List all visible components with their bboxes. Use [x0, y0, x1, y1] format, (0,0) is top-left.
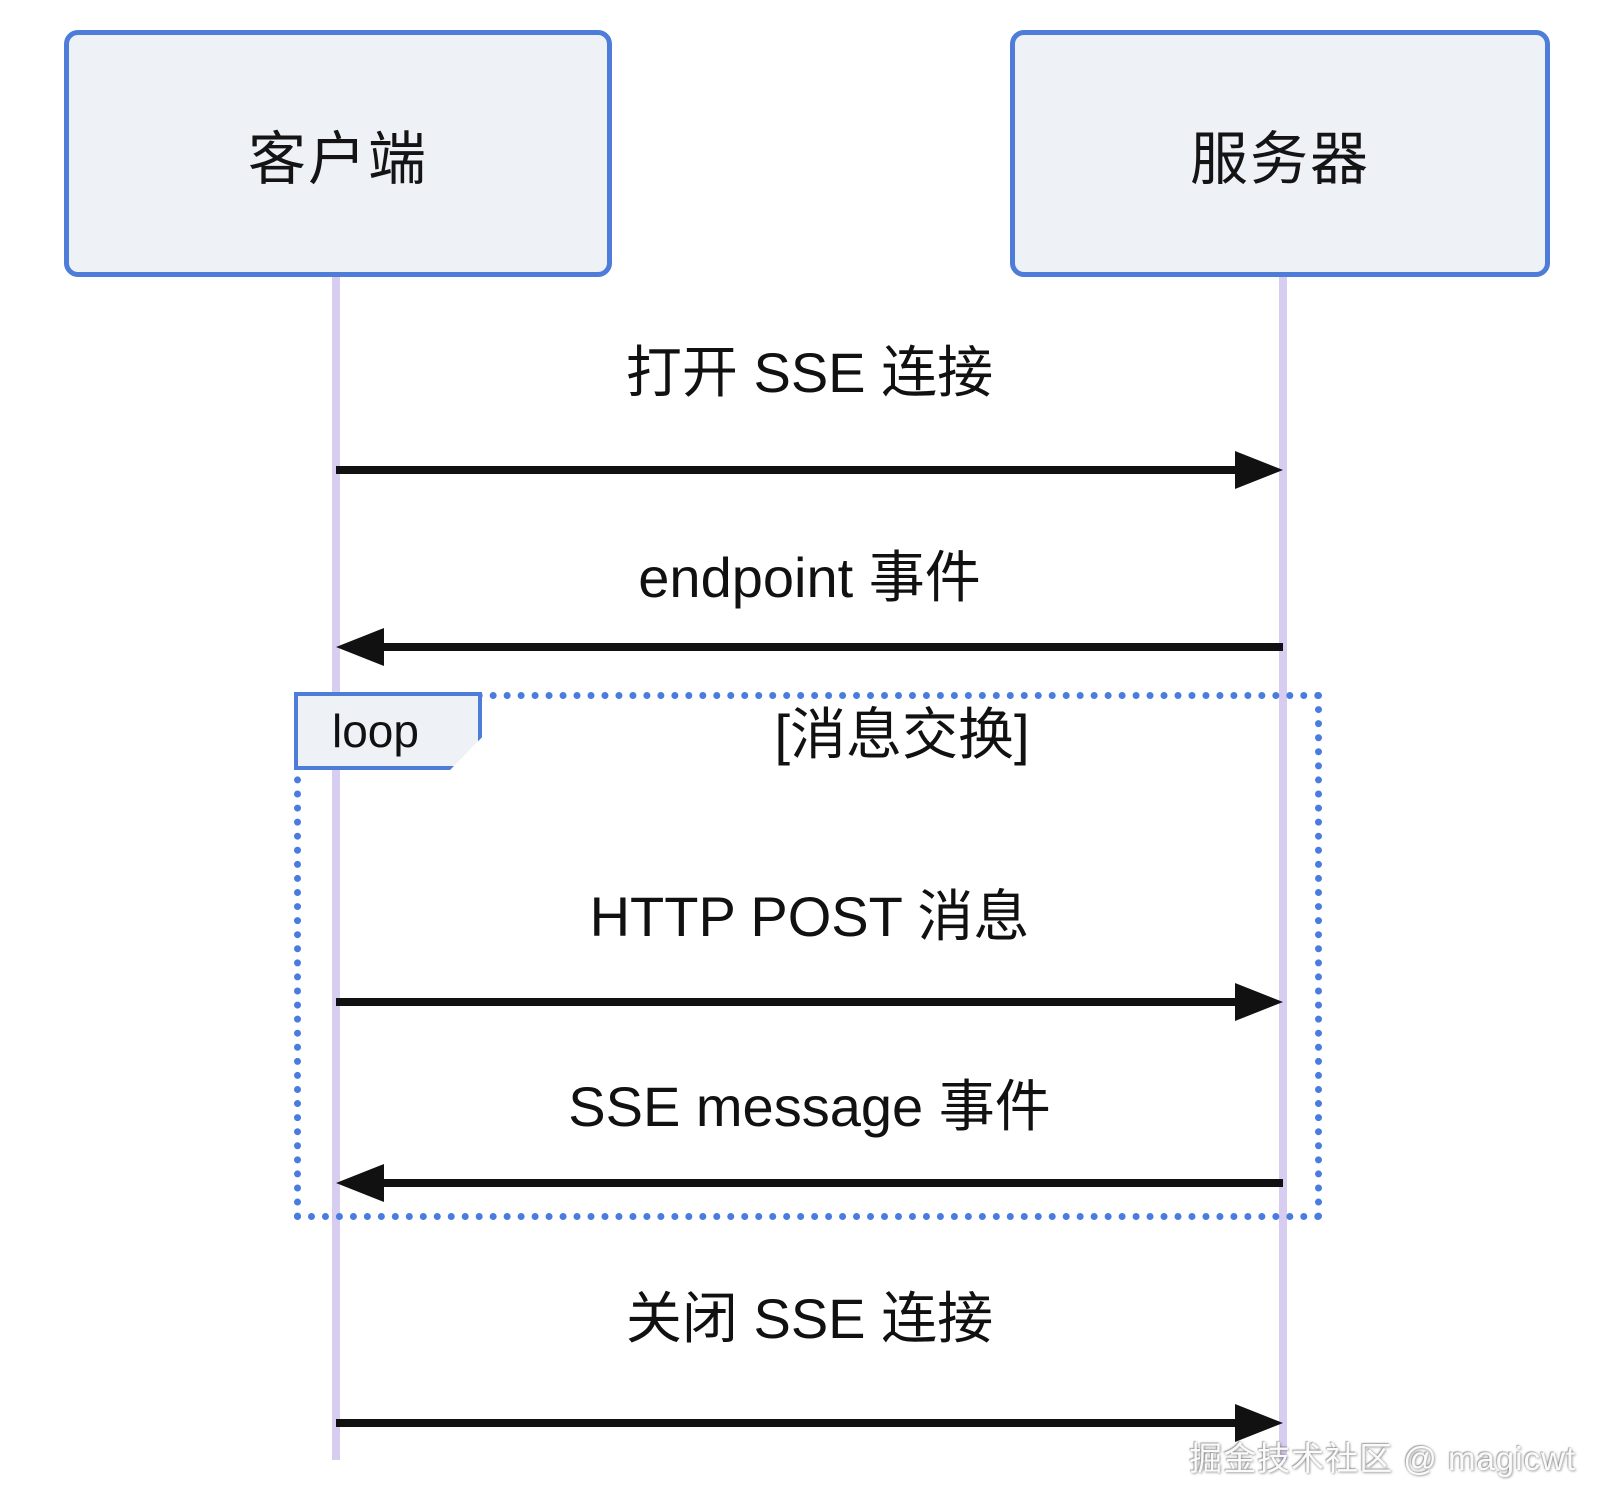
loop-title: [消息交换]: [774, 703, 1030, 766]
arrowhead-left-icon: [336, 628, 384, 666]
watermark-text: 掘金技术社区 @ magicwt: [1189, 1440, 1576, 1477]
msg-endpoint-event-label: endpoint 事件: [638, 546, 981, 609]
msg-open-sse-arrow: [336, 451, 1283, 489]
msg-endpoint-event-arrow: [336, 628, 1283, 666]
lifeline-client: [332, 277, 340, 1460]
arrow-shaft: [336, 998, 1243, 1006]
msg-http-post-label: HTTP POST 消息: [589, 885, 1030, 948]
msg-sse-message-arrow: [336, 1164, 1283, 1202]
arrow-shaft: [376, 643, 1283, 651]
arrow-shaft: [336, 466, 1243, 474]
loop-fragment-border: [294, 692, 1322, 1220]
loop-keyword-tab: loop: [294, 692, 482, 770]
arrow-shaft: [376, 1179, 1283, 1187]
arrowhead-right-icon: [1235, 1404, 1283, 1442]
arrowhead-right-icon: [1235, 451, 1283, 489]
actor-box-client: 客户端: [64, 30, 612, 277]
msg-open-sse-label: 打开 SSE 连接: [625, 341, 994, 404]
arrow-shaft: [336, 1419, 1243, 1427]
arrowhead-right-icon: [1235, 983, 1283, 1021]
msg-close-sse-label: 关闭 SSE 连接: [625, 1287, 994, 1350]
msg-sse-message-label: SSE message 事件: [568, 1075, 1051, 1138]
actor-label-server: 服务器: [1189, 126, 1370, 192]
lifeline-server: [1279, 277, 1287, 1460]
loop-keyword-label: loop: [332, 705, 419, 757]
msg-close-sse-arrow: [336, 1404, 1283, 1442]
msg-http-post-arrow: [336, 983, 1283, 1021]
actor-label-client: 客户端: [247, 126, 428, 192]
actor-box-server: 服务器: [1010, 30, 1550, 277]
arrowhead-left-icon: [336, 1164, 384, 1202]
